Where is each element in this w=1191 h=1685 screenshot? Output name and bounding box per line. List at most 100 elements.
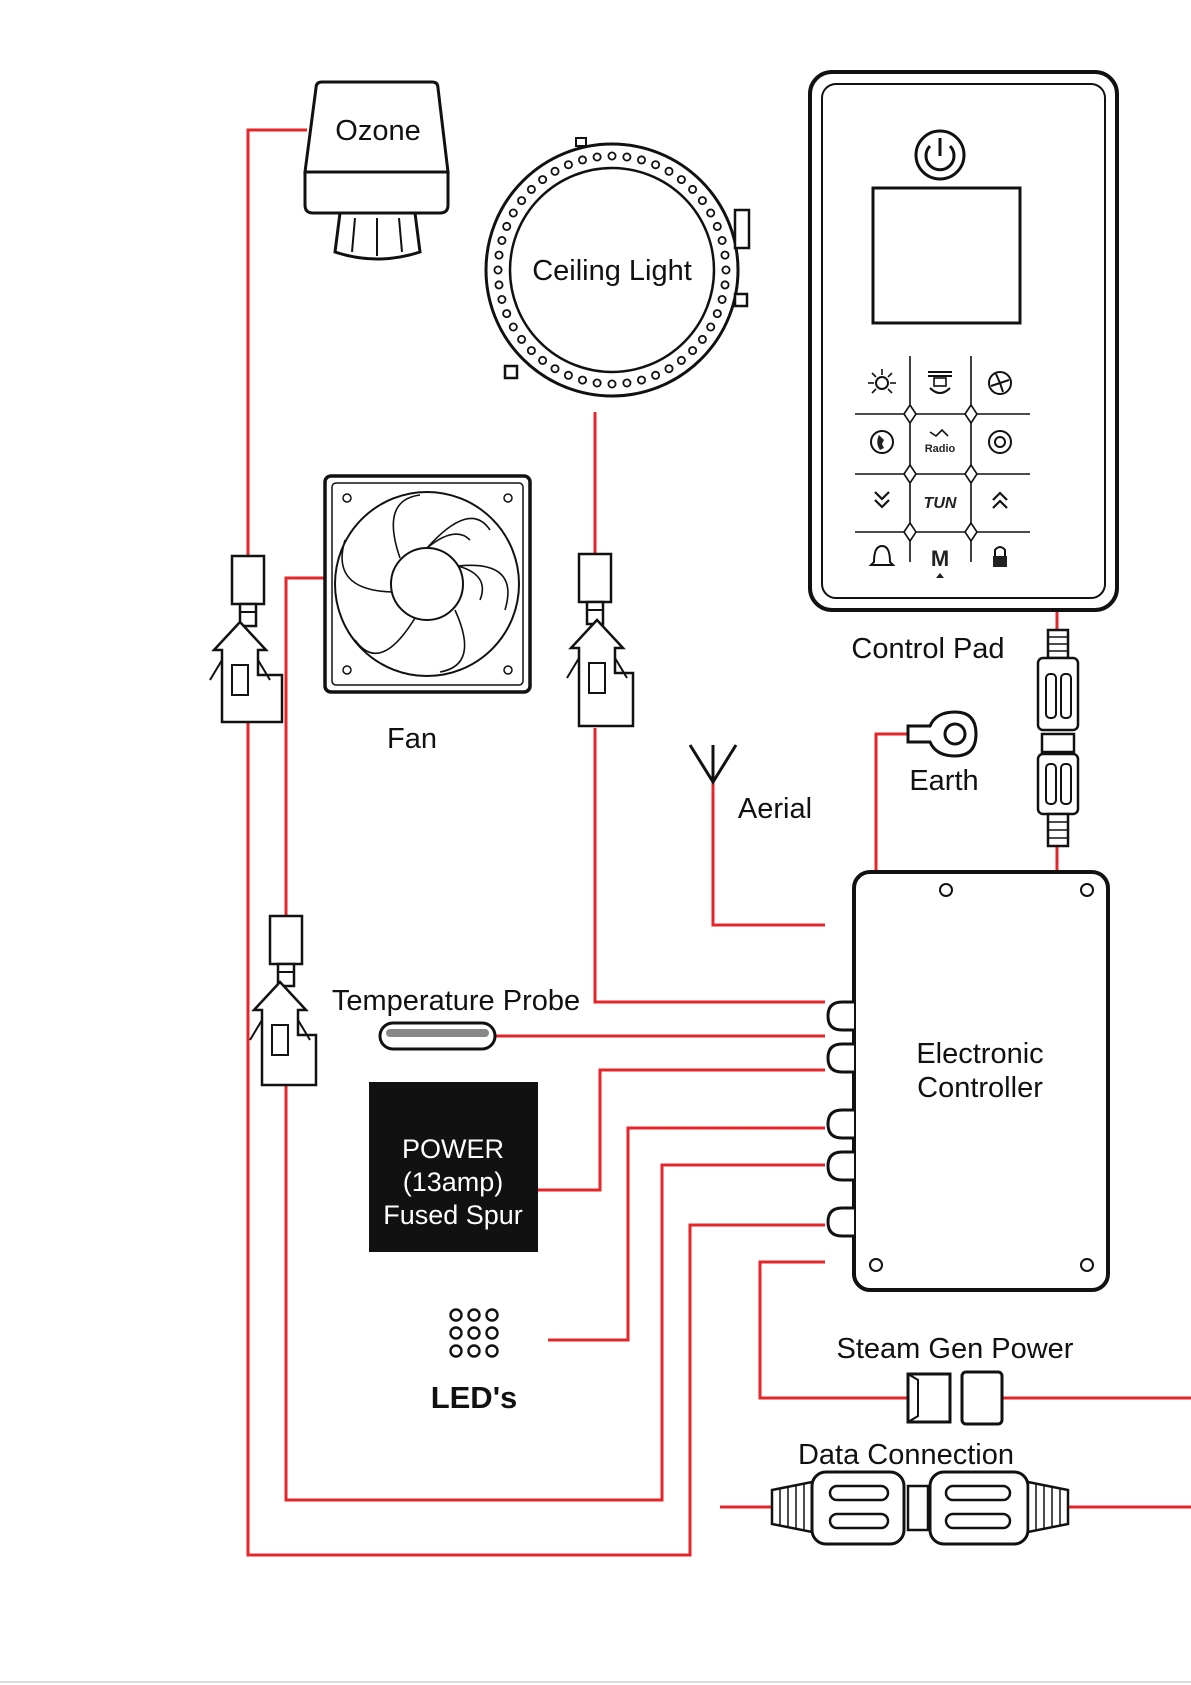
ring-led — [503, 223, 510, 230]
ceiling-light: Ceiling Light — [486, 138, 749, 396]
ring-led — [518, 336, 525, 343]
ceiling-light-connector — [567, 554, 633, 726]
ring-led — [494, 266, 501, 273]
ring-led — [495, 281, 502, 288]
ring-led — [678, 357, 685, 364]
ring-led — [551, 365, 558, 372]
ring-led — [638, 377, 645, 384]
ring-led — [510, 209, 517, 216]
led-dot — [487, 1346, 498, 1357]
ring-led — [638, 156, 645, 163]
power-label-line2: (13amp) — [403, 1167, 504, 1197]
ring-led — [665, 365, 672, 372]
fan-label: Fan — [387, 723, 437, 755]
earth-terminal: Earth — [908, 712, 979, 797]
ring-led — [565, 372, 572, 379]
led-dot — [469, 1346, 480, 1357]
ring-led — [707, 209, 714, 216]
led-dot — [451, 1346, 462, 1357]
ring-led — [510, 323, 517, 330]
control-pad-cable-connector — [1038, 630, 1078, 846]
ring-led — [678, 176, 685, 183]
data-connection-label: Data Connection — [798, 1439, 1014, 1471]
ring-led — [623, 153, 630, 160]
ring-led — [608, 152, 615, 159]
power-label-line3: Fused Spur — [383, 1200, 523, 1230]
ring-led — [539, 176, 546, 183]
ring-led — [722, 266, 729, 273]
ring-led — [495, 252, 502, 259]
power-wire — [538, 1070, 825, 1190]
fan-wire — [286, 578, 325, 918]
ring-led — [503, 310, 510, 317]
ring-led — [623, 379, 630, 386]
tuner-button-text: TUN — [924, 495, 957, 512]
steam-gen-power-label: Steam Gen Power — [837, 1333, 1074, 1365]
control-pad-label: Control Pad — [851, 633, 1004, 665]
ring-led — [652, 372, 659, 379]
fan-to-controller-wire — [286, 1085, 825, 1500]
led-dot — [487, 1328, 498, 1339]
steam-gen-connector: Steam Gen Power — [837, 1333, 1074, 1424]
electronic-controller: Electronic Controller — [828, 872, 1108, 1290]
ring-led — [721, 252, 728, 259]
control-pad: Radio TUN M Control Pad — [810, 72, 1117, 665]
earth-label: Earth — [909, 765, 978, 797]
led-dot — [451, 1310, 462, 1321]
led-dot — [469, 1328, 480, 1339]
ring-led — [539, 357, 546, 364]
button-tuner[interactable]: TUN — [924, 495, 957, 512]
aerial-label: Aerial — [738, 793, 812, 825]
ring-led — [699, 336, 706, 343]
earth-wire — [876, 734, 908, 872]
leds-label: LED's — [431, 1380, 518, 1415]
ring-led — [719, 296, 726, 303]
led-grid — [451, 1310, 498, 1357]
led-dot — [487, 1310, 498, 1321]
ring-led — [689, 347, 696, 354]
ceiling-light-to-controller-wire — [595, 728, 825, 1002]
temperature-probe: Temperature Probe — [332, 985, 580, 1049]
ring-led — [594, 153, 601, 160]
ring-led — [714, 310, 721, 317]
ring-led — [665, 168, 672, 175]
ozone-unit: Ozone — [305, 82, 448, 259]
ring-led — [652, 161, 659, 168]
power-label-line1: POWER — [402, 1134, 504, 1164]
leds: LED's — [431, 1310, 518, 1416]
mode-button-text: M — [931, 546, 949, 571]
ring-led — [579, 156, 586, 163]
controller-ports — [828, 1002, 854, 1236]
led-dot — [469, 1310, 480, 1321]
ring-led — [689, 186, 696, 193]
controller-label-line2: Controller — [917, 1072, 1043, 1104]
ring-led — [579, 377, 586, 384]
ring-led — [721, 281, 728, 288]
ozone-connector — [210, 556, 282, 722]
ozone-label: Ozone — [335, 115, 420, 147]
ring-led — [608, 380, 615, 387]
ring-led — [565, 161, 572, 168]
temperature-probe-label: Temperature Probe — [332, 985, 580, 1017]
radio-button-text: Radio — [925, 443, 956, 455]
data-connection-connector: Data Connection — [772, 1439, 1068, 1544]
ring-led — [594, 379, 601, 386]
ring-led — [498, 237, 505, 244]
aerial: Aerial — [690, 745, 812, 825]
fan-unit: Fan — [325, 476, 530, 755]
ring-led — [528, 186, 535, 193]
ring-led — [528, 347, 535, 354]
ring-led — [551, 168, 558, 175]
power-button[interactable] — [916, 131, 964, 179]
controller-label-line1: Electronic — [916, 1038, 1043, 1070]
ceiling-light-label: Ceiling Light — [532, 255, 692, 287]
power-supply: POWER (13amp) Fused Spur — [369, 1082, 538, 1252]
led-wire — [548, 1128, 825, 1340]
ring-led — [498, 296, 505, 303]
ozone-wire — [248, 130, 307, 558]
ring-led — [707, 323, 714, 330]
ring-led — [719, 237, 726, 244]
fan-connector — [250, 916, 316, 1085]
ring-led — [714, 223, 721, 230]
